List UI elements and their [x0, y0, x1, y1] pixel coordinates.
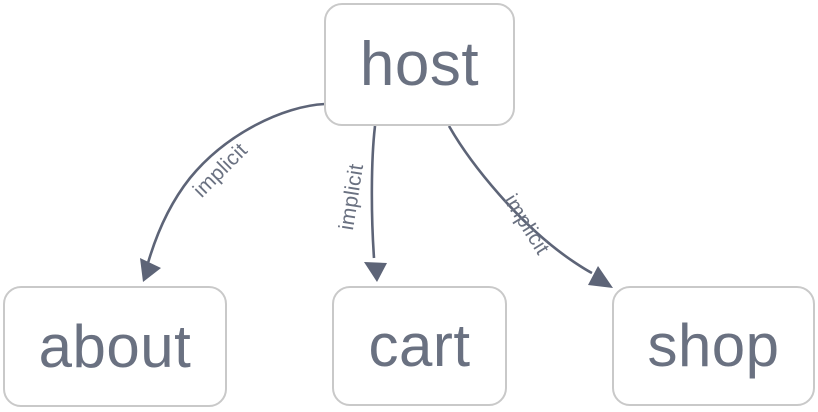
edge-host-cart-label: implicit [335, 162, 368, 231]
node-cart-label: cart [368, 312, 471, 379]
edge-host-cart-path [370, 125, 377, 259]
node-cart[interactable]: cart [332, 286, 507, 406]
edge-host-shop-path [447, 125, 593, 275]
edge-host-cart[interactable]: implicit [335, 125, 387, 282]
node-shop-label: shop [647, 312, 780, 379]
edge-host-shop-arrowhead [588, 266, 613, 288]
edge-host-cart-arrowhead [364, 262, 387, 282]
node-host-label: host [359, 29, 480, 99]
node-about[interactable]: about [3, 286, 227, 407]
node-host[interactable]: host [324, 3, 515, 126]
node-shop[interactable]: shop [612, 286, 815, 406]
edge-host-about[interactable]: implicit [140, 102, 326, 282]
node-about-label: about [38, 312, 192, 380]
edge-host-shop[interactable]: implicit [447, 125, 613, 288]
edge-host-shop-label: implicit [499, 190, 554, 259]
edge-host-about-arrowhead [140, 258, 161, 282]
edge-host-about-path [146, 102, 326, 264]
